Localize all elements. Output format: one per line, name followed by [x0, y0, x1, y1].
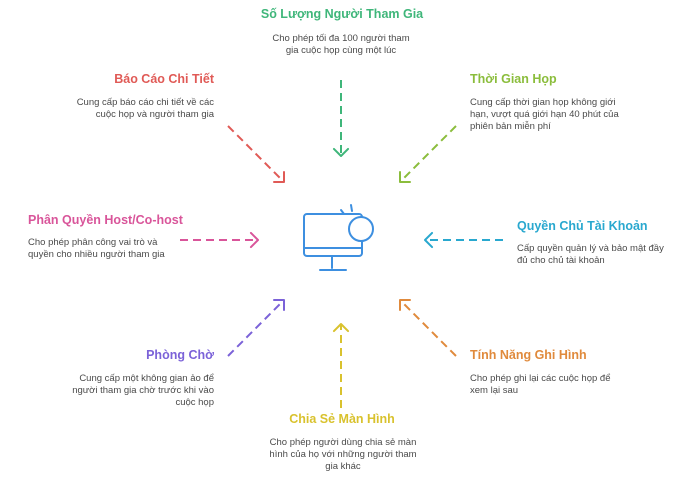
arrow-waiting: [227, 299, 285, 357]
feature-title-owner: Quyền Chủ Tài Khoản: [517, 219, 648, 233]
feature-title-participants: Số Lượng Người Tham Gia: [260, 7, 424, 21]
arrow-head-reports: [273, 171, 285, 183]
feature-desc-recording: Cho phép ghi lại các cuộc họp để xem lại…: [470, 373, 611, 396]
arrow-duration: [399, 125, 457, 183]
arrow-owner: [424, 231, 503, 249]
feature-title-waiting: Phòng Chờ: [146, 348, 214, 362]
feature-desc-host: Cho phép phân công vai trò và quyền cho …: [28, 237, 165, 260]
feature-desc-duration: Cung cấp thời gian họp không giới hạn, v…: [470, 97, 619, 132]
arrow-head-waiting: [273, 299, 285, 311]
arrow-line-reports: [227, 125, 285, 183]
arrow-recording: [399, 299, 457, 357]
arrow-line-recording: [399, 299, 457, 357]
feature-title-duration: Thời Gian Họp: [470, 72, 557, 86]
arrow-head-owner: [424, 231, 434, 249]
arrow-head-duration: [399, 171, 411, 183]
arrow-head-recording: [399, 299, 411, 311]
feature-desc-screenshare: Cho phép người dùng chia sẻ màn hình của…: [269, 437, 417, 472]
feature-desc-participants: Cho phép tối đa 100 người tham gia cuộc …: [272, 33, 410, 56]
feature-title-screenshare: Chia Sẻ Màn Hình: [289, 412, 395, 426]
arrow-screenshare: [332, 323, 350, 408]
arrow-head-participants: [332, 147, 350, 157]
arrow-participants: [332, 80, 350, 157]
arrow-reports: [227, 125, 285, 183]
arrow-head-screenshare: [332, 323, 350, 333]
arrow-host: [180, 231, 259, 249]
arrow-line-duration: [399, 125, 457, 183]
feature-title-recording: Tính Năng Ghi Hình: [470, 348, 587, 362]
feature-title-reports: Báo Cáo Chi Tiết: [114, 72, 214, 86]
arrow-line-waiting: [227, 299, 285, 357]
arrow-head-host: [249, 231, 259, 249]
computer-monitor-icon: [303, 204, 374, 271]
feature-desc-waiting: Cung cấp một không gian ảo để người tham…: [72, 373, 214, 408]
feature-desc-reports: Cung cấp báo cáo chi tiết về các cuộc họ…: [76, 97, 214, 120]
feature-title-host: Phân Quyền Host/Co-host: [28, 213, 183, 227]
feature-desc-owner: Cấp quyền quản lý và bảo mật đầy đủ cho …: [517, 243, 664, 266]
